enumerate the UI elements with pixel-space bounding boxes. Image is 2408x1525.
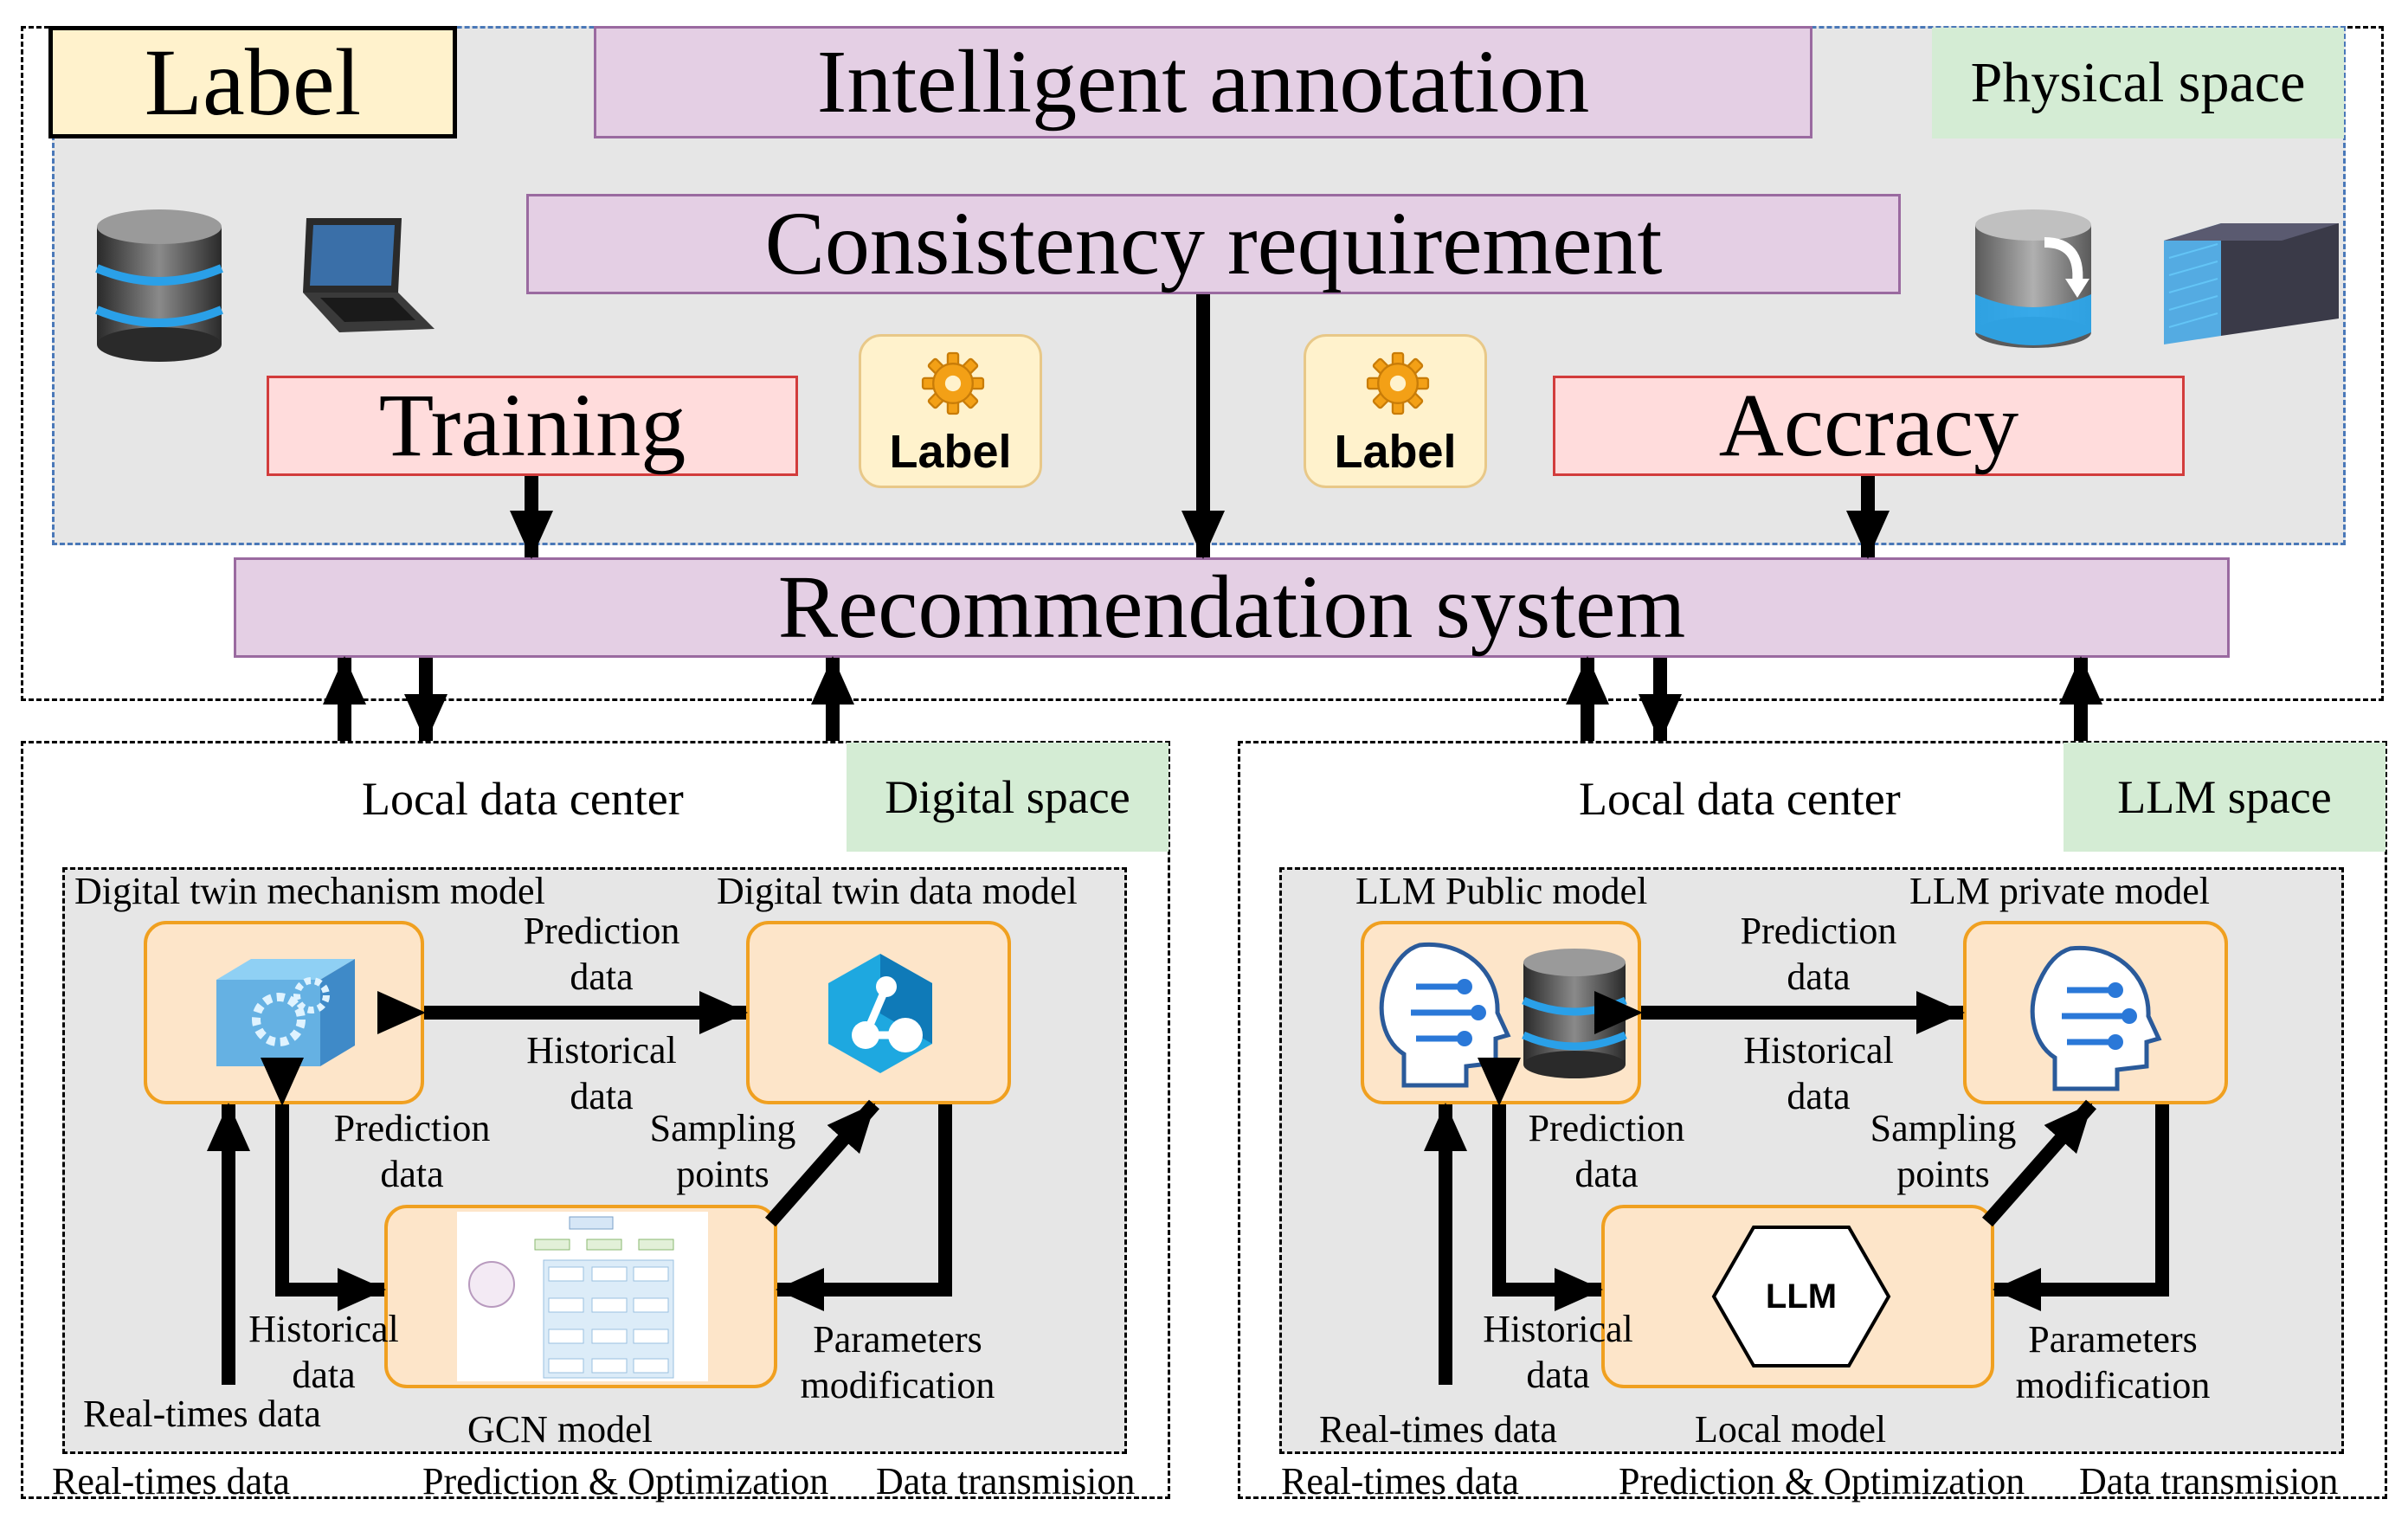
intelligent-annotation-box: Intelligent annotation bbox=[594, 26, 1812, 138]
digital-space-frame bbox=[21, 741, 1170, 1499]
llm-space-label: LLM space bbox=[2117, 771, 2332, 823]
arrow-left-parameters bbox=[776, 1104, 952, 1311]
gear-icon bbox=[1366, 351, 1430, 415]
label-title-box: Label bbox=[48, 26, 457, 138]
label-badge-left: Label bbox=[859, 334, 1042, 488]
right-footer-realtime: Real-times data bbox=[1281, 1460, 1519, 1502]
server-icon bbox=[2164, 223, 2339, 344]
left-data-model-label: Digital twin data model bbox=[717, 870, 1078, 912]
physical-space-label: Physical space bbox=[1970, 51, 2306, 114]
arrow-right-parameters bbox=[1993, 1104, 2169, 1311]
training-text: Training bbox=[378, 376, 686, 475]
data-model-icon bbox=[828, 954, 932, 1073]
intelligent-annotation-text: Intelligent annotation bbox=[816, 32, 1590, 132]
llm-hexagon bbox=[1711, 1226, 1891, 1367]
arrow-right-sampling bbox=[1982, 1099, 2096, 1227]
gcn-model-box bbox=[384, 1205, 777, 1388]
accuracy-box: Accracy bbox=[1553, 376, 2185, 476]
recommendation-system-text: Recommendation system bbox=[777, 557, 1686, 657]
llm-space-label-box: LLM space bbox=[2064, 743, 2385, 852]
right-public-model-label: LLM Public model bbox=[1355, 870, 1648, 912]
right-local-model-label: Local model bbox=[1695, 1408, 1887, 1451]
left-mechanism-model-label: Digital twin mechanism model bbox=[74, 870, 545, 912]
database-icon bbox=[95, 209, 223, 362]
right-footer-transmission: Data transmision bbox=[2079, 1460, 2339, 1502]
ai-head-icon bbox=[1379, 942, 1511, 1088]
right-local-data-center: Local data center bbox=[1579, 773, 1901, 825]
arrow-left-sampling bbox=[765, 1099, 879, 1227]
recommendation-system-box: Recommendation system bbox=[234, 557, 2230, 658]
llm-badge-text: LLM bbox=[1765, 1277, 1838, 1316]
left-gcn-model-label: GCN model bbox=[467, 1408, 653, 1451]
physical-space-label-box: Physical space bbox=[1932, 28, 2344, 138]
left-footer-prediction: Prediction & Optimization bbox=[422, 1460, 829, 1502]
training-box: Training bbox=[267, 376, 798, 476]
local-model-box: LLM bbox=[1601, 1205, 1994, 1388]
consistency-requirement-box: Consistency requirement bbox=[526, 194, 1901, 294]
label-badge-left-text: Label bbox=[889, 426, 1012, 478]
consistency-requirement-text: Consistency requirement bbox=[764, 194, 1663, 293]
left-footer-realtime: Real-times data bbox=[52, 1460, 290, 1502]
right-private-model-label: LLM private model bbox=[1909, 870, 2211, 912]
arrow-right-public-local bbox=[1478, 1058, 1603, 1311]
label-title: Label bbox=[144, 29, 362, 135]
arrow-left-mechanism-gcn bbox=[261, 1058, 386, 1311]
digital-space-label: Digital space bbox=[885, 771, 1130, 823]
accuracy-text: Accracy bbox=[1718, 376, 2019, 475]
label-badge-right-text: Label bbox=[1334, 426, 1457, 478]
label-badge-right: Label bbox=[1304, 334, 1487, 488]
left-local-data-center: Local data center bbox=[362, 773, 684, 825]
left-realtime-data-label: Real-times data bbox=[83, 1393, 321, 1435]
data-model-box bbox=[746, 921, 1011, 1104]
gear-icon bbox=[921, 351, 985, 415]
ai-head-icon bbox=[2030, 945, 2162, 1091]
left-footer-transmission: Data transmision bbox=[876, 1460, 1136, 1502]
digital-space-label-box: Digital space bbox=[847, 743, 1169, 852]
laptop-icon bbox=[303, 218, 435, 332]
llm-space-frame bbox=[1238, 741, 2387, 1499]
gcn-diagram-thumbnail bbox=[457, 1212, 708, 1381]
mechanism-cube-icon bbox=[216, 959, 355, 1066]
right-footer-prediction: Prediction & Optimization bbox=[1619, 1460, 2025, 1502]
database-sync-icon bbox=[1975, 209, 2091, 348]
right-realtime-data-label: Real-times data bbox=[1319, 1408, 1557, 1451]
private-model-box bbox=[1963, 921, 2228, 1104]
